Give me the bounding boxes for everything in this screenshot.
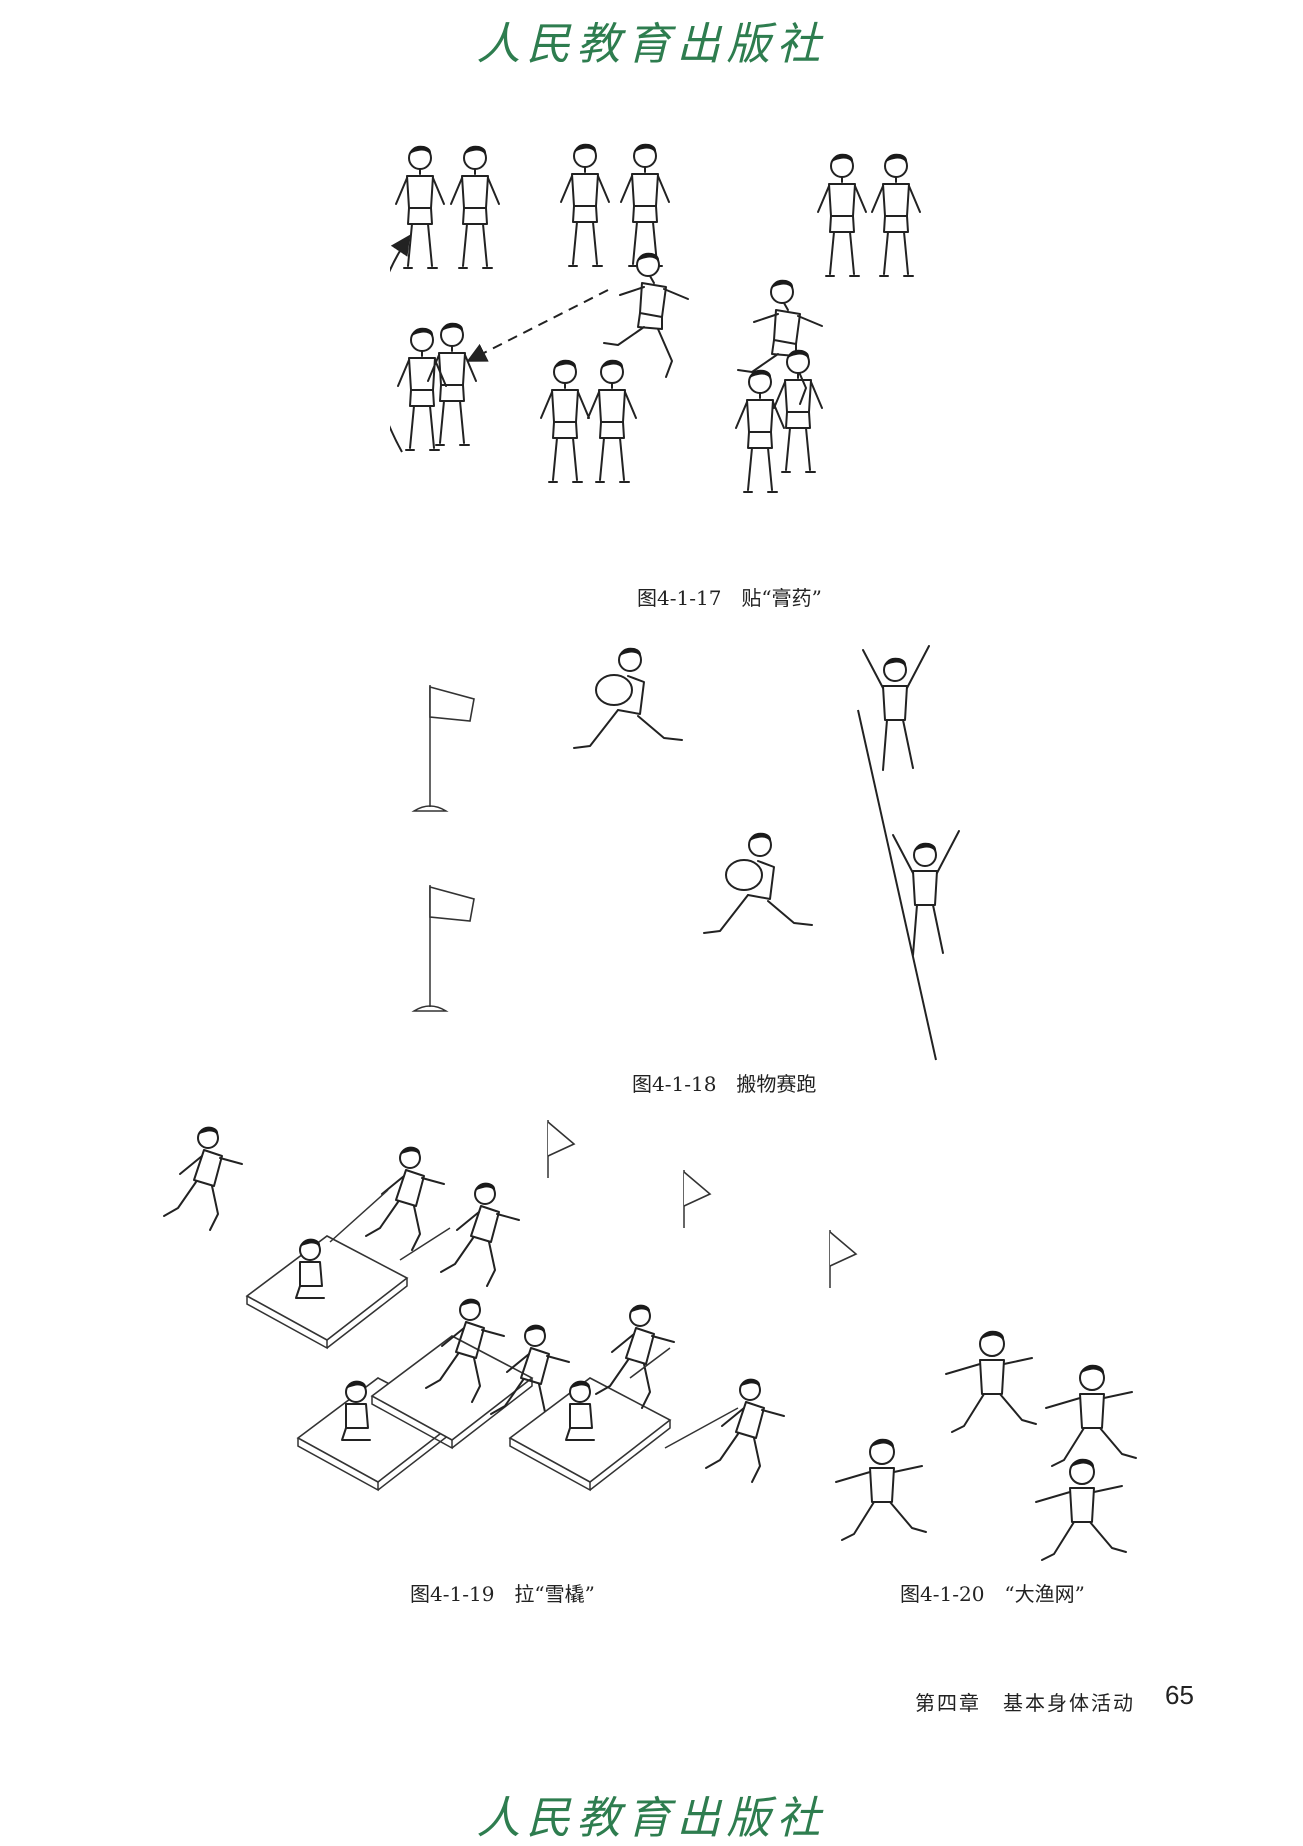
tow-rope [399,1227,451,1261]
net-child-figure [1035,1457,1127,1561]
flag-icon [547,1119,575,1179]
page-number: 65 [1165,1680,1194,1710]
flag-icon [413,684,475,812]
pulling-child-figure [440,1181,520,1287]
child-figure [560,142,610,267]
flag-icon [413,884,475,1012]
child-figure [587,358,637,483]
figure-4-1-17-illustration [390,142,921,493]
cheering-child-figure [862,645,930,771]
child-figure [735,368,785,493]
figure-4-1-19-illustration [163,1119,857,1491]
figure-4-1-18-illustration [413,645,960,1061]
child-figure [397,326,447,451]
child-figure [540,358,590,483]
child-figure [773,348,823,473]
child-figure [427,321,477,446]
figure-4-1-19-caption: 图4-1-19 拉“雪橇” [410,1582,595,1606]
chapter-title: 第四章 基本身体活动 [915,1691,1135,1715]
figure-4-1-18-caption: 图4-1-18 搬物赛跑 [632,1072,817,1096]
pulling-child-figure [705,1377,785,1483]
sled-mat [246,1235,408,1349]
chase-direction-dashed-arrow [466,289,609,362]
tow-rope [664,1407,739,1449]
child-figure [817,152,867,277]
fish-child-figure [835,1437,927,1541]
tow-rope [629,1347,671,1379]
tow-rope [329,1189,389,1243]
figure-4-1-17-caption: 图4-1-17 贴“膏药” [637,586,822,610]
figure-4-1-20-caption: 图4-1-20 “大渔网” [900,1582,1085,1606]
publisher-watermark-bottom: 人民教育出版社 [476,1793,827,1844]
child-figure [620,142,670,267]
chaser-child-figure [603,251,689,378]
child-figure [871,152,921,277]
runner-carrying-ball-figure [703,831,813,934]
flag-icon [829,1229,857,1289]
net-child-figure [1045,1363,1137,1467]
return-path-arrow [390,234,411,453]
referee-figure [163,1125,243,1231]
figure-4-1-20-illustration [835,1329,1137,1561]
child-figure [450,144,500,269]
child-figure [395,144,445,269]
publisher-watermark-top: 人民教育出版社 [476,19,827,70]
finish-line [857,709,937,1061]
net-child-figure [945,1329,1037,1433]
cheering-child-figure [892,830,960,956]
flag-icon [683,1169,711,1229]
runner-carrying-ball-figure [573,646,683,749]
